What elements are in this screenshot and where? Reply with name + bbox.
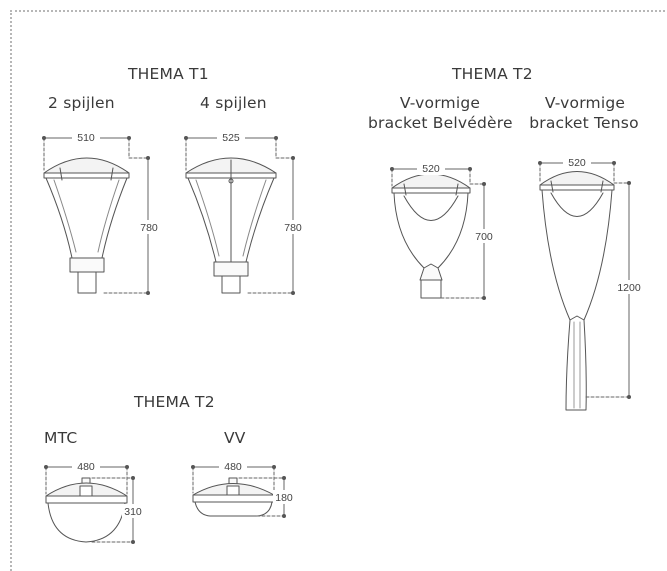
label-vv: VV (224, 429, 246, 447)
dotted-frame (10, 10, 667, 571)
dim-4-spijlen-width: 525 (222, 132, 240, 144)
dim-2-spijlen-height: 780 (140, 222, 158, 234)
label-4-spijlen: 4 spijlen (200, 94, 267, 112)
dim-mtc-height: 310 (124, 506, 142, 518)
lamp-2-spijlen-drawing (43, 157, 130, 294)
dim-mtc-width: 480 (77, 461, 95, 473)
dim-mtc (45, 466, 134, 543)
label-tenso-line1: V-vormige (544, 94, 626, 112)
lamp-tenso-drawing (539, 171, 615, 411)
dim-tenso-height: 1200 (617, 282, 641, 294)
dim-belvedere-height: 700 (475, 231, 493, 243)
label-belvedere-line1: V-vormige (399, 94, 481, 112)
label-2-spijlen: 2 spijlen (48, 94, 115, 112)
lamp-4-spijlen-drawing (185, 157, 277, 294)
dim-2-spijlen-width: 510 (77, 132, 95, 144)
lamp-belvedere-drawing (391, 173, 471, 299)
dim-vv-width: 480 (224, 461, 242, 473)
lamp-mtc-drawing (45, 477, 128, 543)
dim-4-spijlen-height: 780 (284, 222, 302, 234)
dim-belvedere-width: 520 (422, 163, 440, 175)
thema-t2-bottom-title: THEMA T2 (134, 393, 215, 411)
thema-t1-title: THEMA T1 (128, 65, 209, 83)
lamp-vv-drawing (192, 477, 275, 517)
label-mtc: MTC (44, 429, 78, 447)
thema-t2-top-title: THEMA T2 (452, 65, 533, 83)
label-belvedere-line2: bracket Belvédère (368, 114, 513, 132)
label-tenso-line2: bracket Tenso (529, 114, 639, 132)
dim-vv-height: 180 (275, 492, 293, 504)
dim-tenso-width: 520 (568, 157, 586, 169)
